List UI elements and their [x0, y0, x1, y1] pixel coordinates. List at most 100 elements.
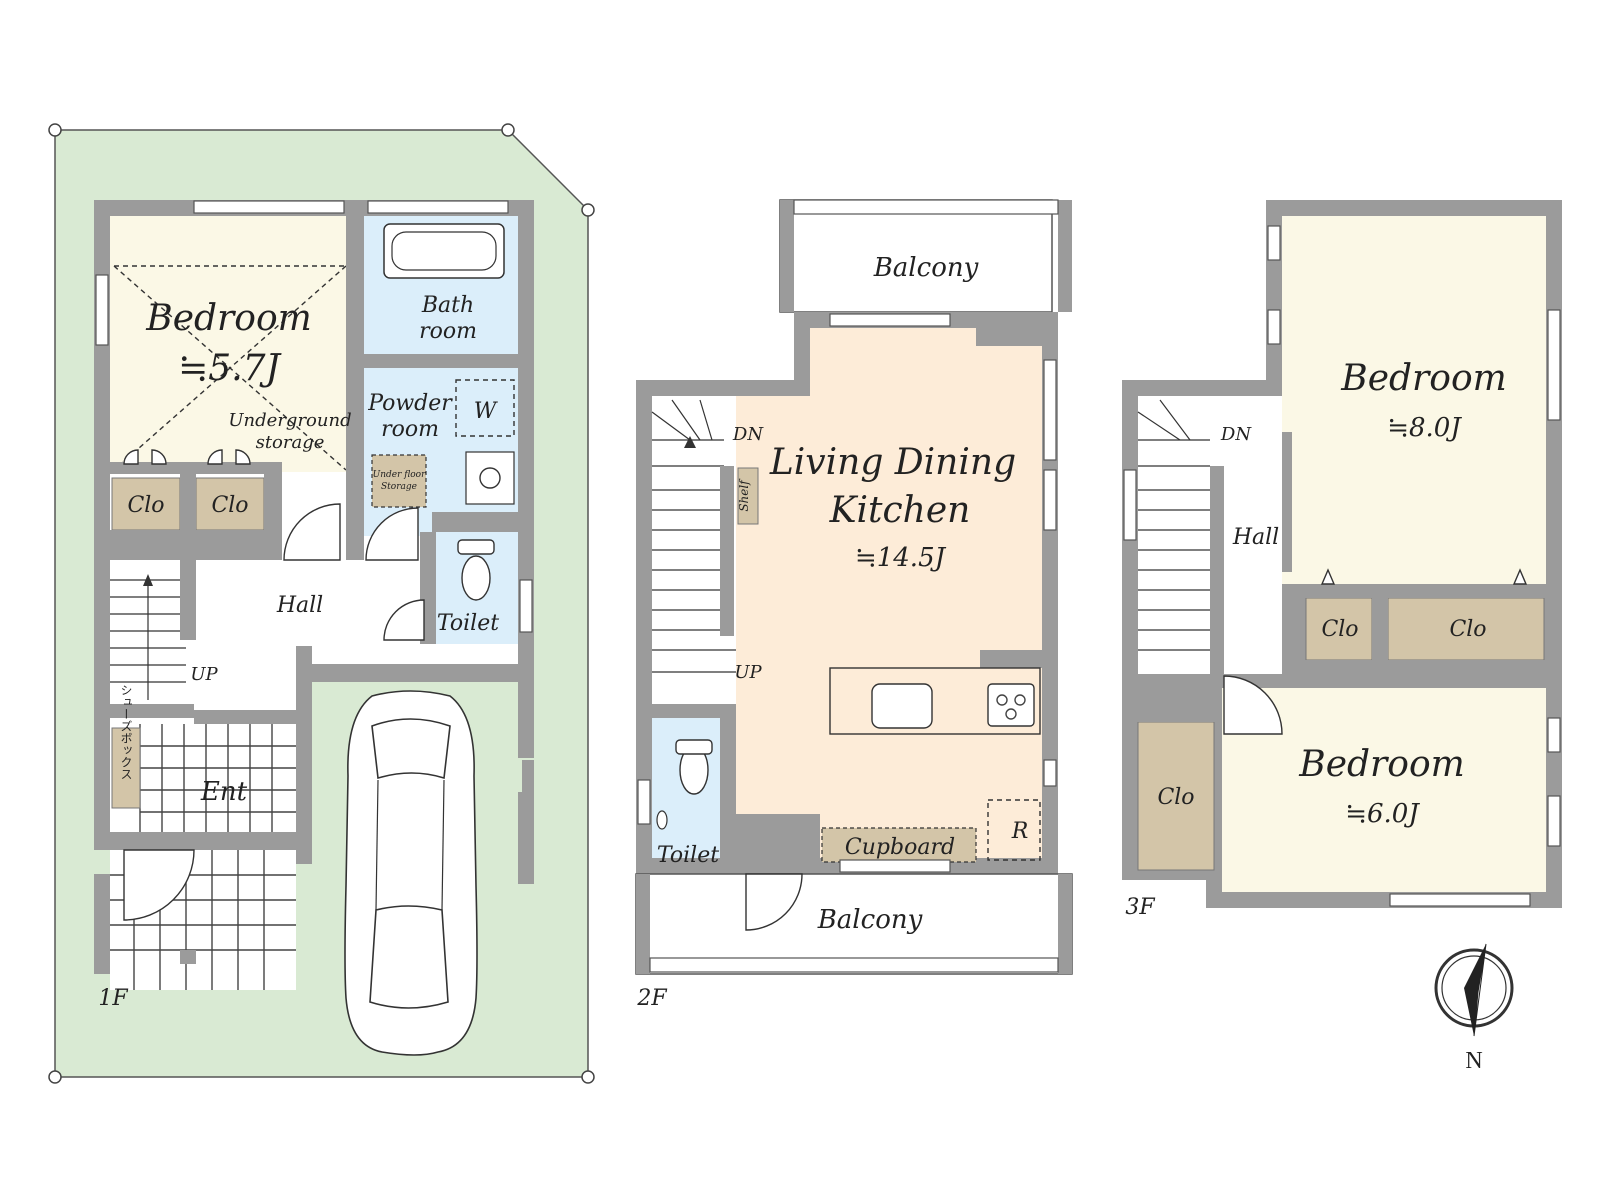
wall-segment [432, 512, 518, 532]
window [839, 859, 951, 873]
window [1389, 893, 1531, 907]
wall-segment [1372, 598, 1388, 660]
room-label: Clo [1157, 785, 1194, 810]
shoe-box-label: シューズボックス [119, 684, 133, 780]
wall-segment [1058, 200, 1072, 312]
floor-2f: 2F [635, 199, 1073, 1011]
floor-1f: 1F [48, 123, 595, 1084]
room-label: Ent [200, 777, 248, 807]
stair-wall [1210, 466, 1224, 674]
room-label: Bedroom [145, 298, 312, 339]
wall-segment [364, 354, 518, 368]
compass-label: N [1465, 1048, 1482, 1074]
railing [649, 957, 1059, 973]
floor-label-2f: 2F [636, 986, 667, 1011]
room-label: Underground [228, 410, 351, 431]
stair-wall [720, 466, 734, 636]
wall-segment [110, 530, 282, 560]
room-label: Living Dining [769, 442, 1016, 483]
wall-segment [806, 814, 820, 874]
room-label: Clo [1449, 617, 1486, 642]
room-label: W [474, 399, 499, 424]
room-size: ≒5.7J [178, 348, 282, 389]
window [1547, 717, 1561, 753]
room-size: ≒8.0J [1387, 413, 1462, 443]
closet-door [207, 449, 251, 465]
room-label: Hall [276, 593, 323, 618]
entrance-1f [110, 724, 296, 832]
window [193, 200, 345, 214]
room-label: Shelf [737, 478, 751, 512]
closet-door [123, 449, 167, 465]
closet-door [1320, 568, 1528, 585]
window [95, 274, 109, 346]
stove [987, 683, 1035, 727]
stair-label: UP [734, 662, 762, 683]
window [1547, 795, 1561, 847]
window [367, 200, 509, 214]
door [365, 507, 419, 561]
washer-space [455, 379, 515, 437]
shelf-2f [737, 467, 759, 525]
paper-holder [656, 810, 668, 830]
burner-icon [1005, 708, 1017, 720]
room-label: Cupboard [845, 835, 955, 860]
bathtub [391, 231, 497, 271]
wall-segment [1122, 704, 1222, 722]
sink-bowl [479, 467, 501, 489]
closet-1f-left [111, 477, 181, 531]
lot-corner-marker [48, 123, 62, 137]
room-label: Balcony [817, 905, 923, 935]
wall-segment [296, 664, 534, 682]
wall-segment [94, 560, 110, 704]
room-label: Clo [127, 493, 164, 518]
lot-corner-marker [48, 1070, 62, 1084]
room-label: Under floor [373, 470, 426, 480]
wall-segment [518, 680, 534, 758]
floor-label-1f: 1F [98, 986, 128, 1011]
wall-segment [780, 200, 794, 312]
room-label: Bedroom [1298, 744, 1465, 785]
room-label: storage [256, 432, 325, 453]
lot-corner-marker [581, 1070, 595, 1084]
kitchen-sink [871, 683, 933, 729]
bedroom-door [1223, 675, 1283, 735]
cupboard-2f [821, 827, 977, 863]
car-icon [344, 690, 478, 1056]
wall-segment [264, 464, 282, 530]
wall-segment [180, 464, 196, 530]
railing [793, 199, 1059, 215]
shoe-box [111, 727, 141, 809]
window [1043, 359, 1057, 461]
arrow-up-icon [143, 574, 153, 586]
room-label: Clo [1321, 617, 1358, 642]
lot-corner-marker [581, 203, 595, 217]
wall-segment [1206, 674, 1222, 704]
window [1043, 759, 1057, 787]
room-label: Bath [421, 293, 474, 318]
room-label: Bedroom [1340, 358, 1507, 399]
bedroom-1f [110, 216, 346, 472]
wall-segment [180, 950, 196, 964]
refrigerator-space [987, 799, 1041, 861]
window [519, 579, 533, 633]
compass: N [1434, 943, 1514, 1074]
stair-treads [1137, 399, 1210, 651]
window [829, 313, 951, 327]
stair-treads [651, 399, 736, 673]
burner-icon [996, 694, 1008, 706]
floor-label-3f: 3F [1125, 895, 1155, 920]
wall-segment [636, 874, 650, 974]
window [1547, 309, 1561, 421]
wall-segment [720, 718, 736, 858]
wall-segment [180, 560, 196, 640]
wall-segment [94, 704, 194, 718]
entrance-door [123, 849, 195, 921]
wall-segment [194, 710, 296, 724]
floor-3f: 3F [1122, 200, 1562, 920]
north-arrow-icon [1464, 944, 1486, 1036]
room-label: Powder [367, 391, 453, 416]
ldk-2f [736, 328, 1042, 858]
stair-label: DN [1220, 424, 1252, 445]
